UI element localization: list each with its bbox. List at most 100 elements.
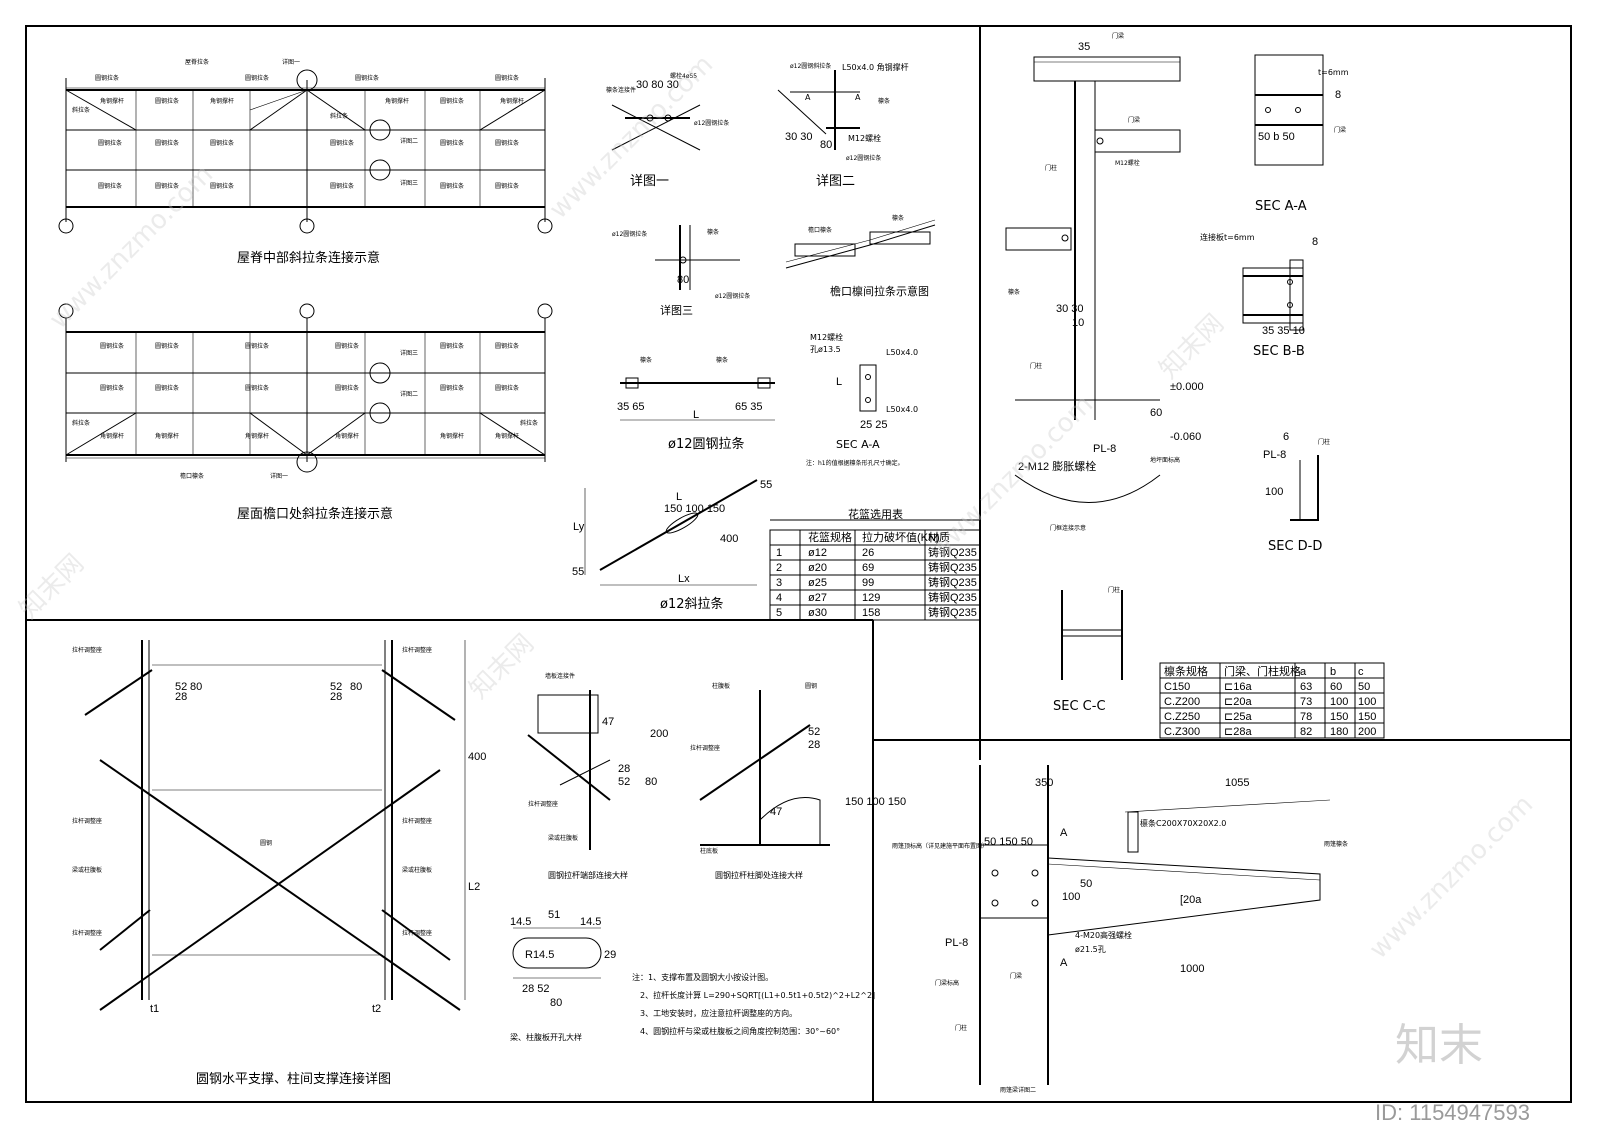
svg-text:52: 52 [330,681,342,693]
basket-table-cell: 2 [776,562,782,574]
basket-header-cell: 花篮规格 [808,530,852,544]
ridge-diagram-title: 屋脊中部斜拉条连接示意 [237,250,380,266]
svg-text:47: 47 [602,716,614,728]
svg-text:门柱: 门柱 [1108,586,1120,594]
purlin-table-cell: C150 [1164,681,1190,693]
svg-text:L2: L2 [468,881,480,893]
svg-text:连接板t=6mm: 连接板t=6mm [1200,232,1255,242]
svg-text:Lx: Lx [678,573,690,585]
svg-text:圆钢拉条: 圆钢拉条 [155,384,179,392]
svg-text:拉杆调整座: 拉杆调整座 [402,929,432,937]
svg-text:350: 350 [1035,777,1053,789]
svg-text:雨篷顶标高（详见建施平面布置图）: 雨篷顶标高（详见建施平面布置图） [892,842,988,850]
purlin-table-cell: C.Z250 [1164,711,1200,723]
svg-text:80: 80 [820,139,832,151]
svg-text:檩条: 檩条 [716,356,728,364]
svg-text:圆钢拉条: 圆钢拉条 [100,384,124,392]
basket-table-cell: 4 [776,592,782,604]
purlin-header-cell: a [1300,666,1307,678]
ridge-label-round-tie-1: 圆钢拉条 [95,74,119,82]
basket-table-cell: ø27 [808,592,827,604]
purlin-table-cell: 200 [1358,726,1376,738]
svg-text:A: A [855,93,861,102]
svg-text:ø12圆钢斜拉条: ø12圆钢斜拉条 [790,62,831,70]
sec-cc: 门柱 SEC C-C [1053,586,1123,714]
purlin-table-cell: 73 [1300,696,1312,708]
bracing-diagram: 拉杆调整座 拉杆调整座 拉杆调整座 拉杆调整座 拉杆调整座 拉杆调整座 梁或柱腹… [72,640,486,1087]
ridge-label-angle-4: 角钢撑杆 [500,97,524,105]
svg-text:Ly: Ly [573,521,585,533]
svg-text:檩条: 檩条 [1008,288,1020,296]
svg-text:圆钢拉条: 圆钢拉条 [210,139,234,147]
purlin-table-cell: 150 [1358,711,1376,723]
svg-text:28: 28 [808,739,820,751]
svg-text:圆钢拉条: 圆钢拉条 [245,384,269,392]
svg-text:圆钢拉条: 圆钢拉条 [495,139,519,147]
svg-text:400: 400 [720,533,738,545]
svg-text:ø12圆钢拉条: ø12圆钢拉条 [694,119,729,127]
svg-text:檩条: 檩条 [640,356,652,364]
svg-text:-0.060: -0.060 [1170,431,1201,443]
svg-text:M12螺栓: M12螺栓 [1115,159,1140,167]
sec-aa-small: M12螺栓 孔ø13.5 L50x4.0 L50x4.0 25 25 L SEC… [806,332,918,467]
svg-text:拉杆调整座: 拉杆调整座 [402,817,432,825]
basket-table-cell: ø30 [808,607,827,619]
svg-text:PL-8: PL-8 [1263,449,1286,461]
svg-text:柱底板: 柱底板 [700,847,718,855]
svg-text:50: 50 [1080,878,1092,890]
svg-text:t=6mm: t=6mm [1318,68,1349,77]
basket-table-cell: 5 [776,607,782,619]
svg-text:28: 28 [618,763,630,775]
svg-text:L50x4.0: L50x4.0 [886,405,918,414]
ridge-label-detail1: 详图一 [282,58,300,66]
svg-text:80: 80 [645,776,657,788]
ridge-label-angle-3: 角钢撑杆 [385,97,409,105]
basket-table-cell: 铸钢Q235 [928,590,977,604]
svg-text:ø12圆钢拉条: ø12圆钢拉条 [846,154,881,162]
svg-text:50 150 50: 50 150 50 [984,836,1033,848]
svg-text:55: 55 [572,566,584,578]
svg-text:51: 51 [548,909,560,921]
basket-table-cell: 99 [862,577,874,589]
svg-text:详图一: 详图一 [270,472,288,480]
svg-text:PL-8: PL-8 [945,937,968,949]
svg-text:檩条: 檩条 [892,214,904,222]
basket-header-cell: 材质 [928,530,950,544]
basket-table-cell: 158 [862,607,880,619]
svg-text:墙板连接件: 墙板连接件 [545,672,575,680]
svg-text:8: 8 [1335,89,1341,101]
svg-text:14.5: 14.5 [510,916,531,928]
basket-table-cell: 铸钢Q235 [928,560,977,574]
svg-text:门柱: 门柱 [1030,362,1042,370]
svg-text:圆钢拉条: 圆钢拉条 [335,384,359,392]
svg-text:35: 35 [1078,41,1090,53]
purlin-table-cell: 78 [1300,711,1312,723]
detail1-title: 详图一 [630,174,669,189]
svg-text:拉杆调整座: 拉杆调整座 [72,929,102,937]
svg-text:孔ø13.5: 孔ø13.5 [810,345,841,354]
svg-text:52: 52 [175,681,187,693]
note-h1: 注：h1的值根据檩条形孔尺寸确定。 [806,459,904,467]
basket-table-cell: 129 [862,592,880,604]
svg-text:圆钢: 圆钢 [260,839,272,847]
svg-text:52: 52 [618,776,630,788]
purlin-table-cell: 60 [1330,681,1342,693]
svg-text:拉杆调整座: 拉杆调整座 [72,817,102,825]
svg-text:圆钢拉条: 圆钢拉条 [440,384,464,392]
image-id: ID: 1154947593 [1375,1100,1530,1125]
svg-text:52: 52 [808,726,820,738]
purlin-table-cell: 100 [1358,696,1376,708]
svg-text:80: 80 [550,997,562,1009]
hole-detail: 14.5 51 14.5 R14.5 29 28 52 80 梁、柱腹板开孔大样 [510,909,616,1042]
detail-1: 30 80 30 螺栓4ø55 ø12圆钢拉条 檩条连接件 详图一 [606,72,729,189]
svg-text:M12螺栓: M12螺栓 [810,332,843,342]
beam-end-detail: 墙板连接件 47 200 28 52 80 拉杆调整座 梁或柱腹板 圆钢拉杆端部… [527,672,668,880]
purlin-table-cell: ⊏20a [1224,696,1252,708]
rod12-title: ø12圆钢拉条 [668,436,745,452]
door-frame-title: 门框连接示意 [1050,524,1086,532]
svg-text:PL-8: PL-8 [1093,443,1116,455]
svg-text:圆钢拉条: 圆钢拉条 [155,342,179,350]
svg-text:14.5: 14.5 [580,916,601,928]
